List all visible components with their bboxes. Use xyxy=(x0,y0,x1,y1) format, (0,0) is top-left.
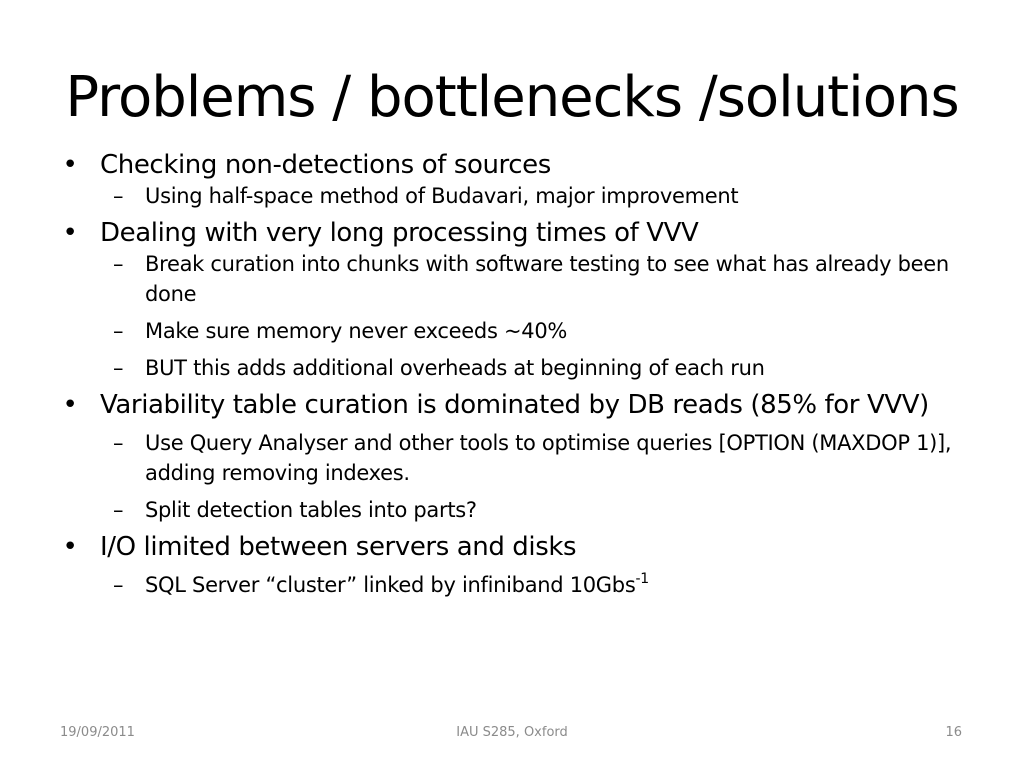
bullet-text: Dealing with very long processing times … xyxy=(100,218,699,248)
bullet-icon: • xyxy=(62,532,78,562)
dash-icon: – xyxy=(113,319,124,343)
sub-bullet-item: – Using half-space method of Budavari, m… xyxy=(60,181,970,211)
dash-icon: – xyxy=(113,184,124,208)
sub-bullet-text: Break curation into chunks with software… xyxy=(145,252,949,306)
sub-bullet-text: Make sure memory never exceeds ~40% xyxy=(145,319,568,343)
sub-bullet-item: – SQL Server “cluster” linked by infinib… xyxy=(60,570,970,600)
bullet-text: I/O limited between servers and disks xyxy=(100,532,577,562)
bullet-item: • I/O limited between servers and disks xyxy=(60,532,970,563)
bullet-item: • Variability table curation is dominate… xyxy=(60,390,970,421)
bullet-icon: • xyxy=(62,390,78,420)
sub-bullet-text: SQL Server “cluster” linked by infiniban… xyxy=(145,573,636,597)
dash-icon: – xyxy=(113,431,124,455)
bullet-icon: • xyxy=(62,150,78,180)
dash-icon: – xyxy=(113,573,124,597)
footer-page-number: 16 xyxy=(945,725,962,740)
sub-bullet-item: – Use Query Analyser and other tools to … xyxy=(60,428,970,488)
sub-bullet-text: Using half-space method of Budavari, maj… xyxy=(145,184,739,208)
dash-icon: – xyxy=(113,356,124,380)
dash-icon: – xyxy=(113,252,124,276)
bullet-item: • Dealing with very long processing time… xyxy=(60,218,970,249)
bullet-text: Checking non-detections of sources xyxy=(100,150,551,180)
dash-icon: – xyxy=(113,498,124,522)
superscript-exponent: -1 xyxy=(635,571,649,587)
sub-bullet-item: – Split detection tables into parts? xyxy=(60,495,970,525)
sub-bullet-item: – Break curation into chunks with softwa… xyxy=(60,249,970,309)
sub-bullet-text: Use Query Analyser and other tools to op… xyxy=(145,431,952,485)
sub-bullet-text: Split detection tables into parts? xyxy=(145,498,477,522)
sub-bullet-item: – Make sure memory never exceeds ~40% xyxy=(60,316,970,346)
sub-bullet-item: – BUT this adds additional overheads at … xyxy=(60,353,970,383)
footer-event: IAU S285, Oxford xyxy=(456,725,568,740)
sub-bullet-text: BUT this adds additional overheads at be… xyxy=(145,356,765,380)
bullet-text: Variability table curation is dominated … xyxy=(100,390,929,420)
bullet-icon: • xyxy=(62,218,78,248)
bullet-item: • Checking non-detections of sources xyxy=(60,150,970,181)
slide-title: Problems / bottlenecks /solutions xyxy=(65,65,959,130)
footer-date: 19/09/2011 xyxy=(60,725,135,740)
slide-content: • Checking non-detections of sources – U… xyxy=(60,150,970,600)
